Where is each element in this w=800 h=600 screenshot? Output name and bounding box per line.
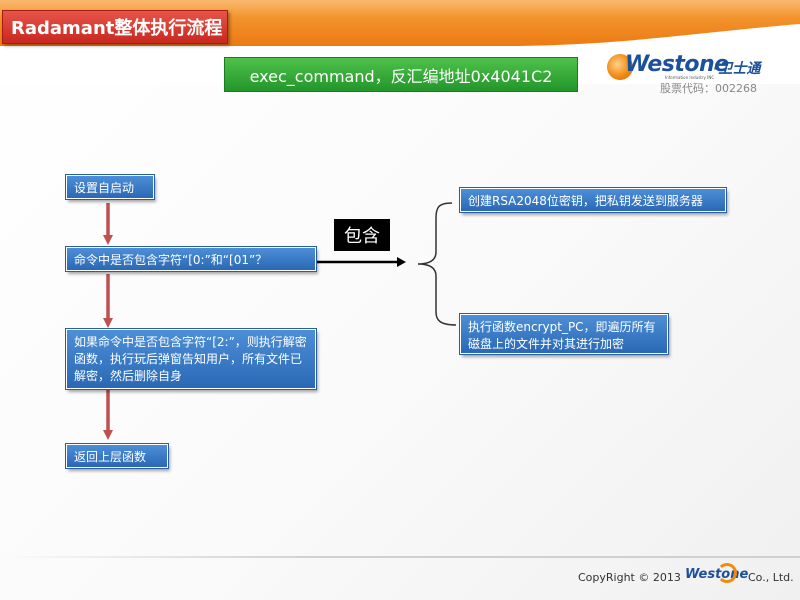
- footer-copyright: CopyRight © 2013: [578, 571, 681, 584]
- logo-tagline: Information Industry INC: [665, 75, 715, 80]
- logo-stock-code: 股票代码：002268: [660, 82, 757, 95]
- double-arrow-right-head: [397, 257, 406, 267]
- flow-step-autostart: 设置自启动: [65, 174, 155, 200]
- header-swoosh: [0, 24, 800, 84]
- logo-swirl-icon: [607, 54, 633, 80]
- contains-label: 包含: [334, 219, 390, 251]
- branch-generate-rsa-key: 创建RSA2048位密钥，把私钥发送到服务器: [459, 187, 727, 213]
- footer-logo-swirl-icon: [717, 563, 737, 583]
- company-logo: Westone ·卫士通 Information Industry INC 股票…: [605, 50, 795, 100]
- page-subtitle: exec_command，反汇编地址0x4041C2: [224, 57, 578, 92]
- curly-brace: [417, 202, 457, 326]
- logo-brand-cn: ·卫士通: [713, 61, 761, 77]
- flow-step-return: 返回上层函数: [65, 443, 169, 469]
- footer-company-suffix: Co., Ltd.: [748, 571, 794, 584]
- flow-step-check-command: 命令中是否包含字符“[0:”和“[01”？: [65, 246, 317, 272]
- flow-step-decrypt: 如果命令中是否包含字符“[2:”，则执行解密函数，执行玩后弹窗告知用户，所有文件…: [65, 328, 317, 390]
- footer-divider: [0, 556, 800, 558]
- branch-encrypt-files: 执行函数encrypt_PC，即遍历所有磁盘上的文件并对其进行加密: [459, 313, 669, 355]
- logo-brand: Westone: [625, 52, 729, 77]
- page-title: Radamant整体执行流程: [2, 10, 228, 44]
